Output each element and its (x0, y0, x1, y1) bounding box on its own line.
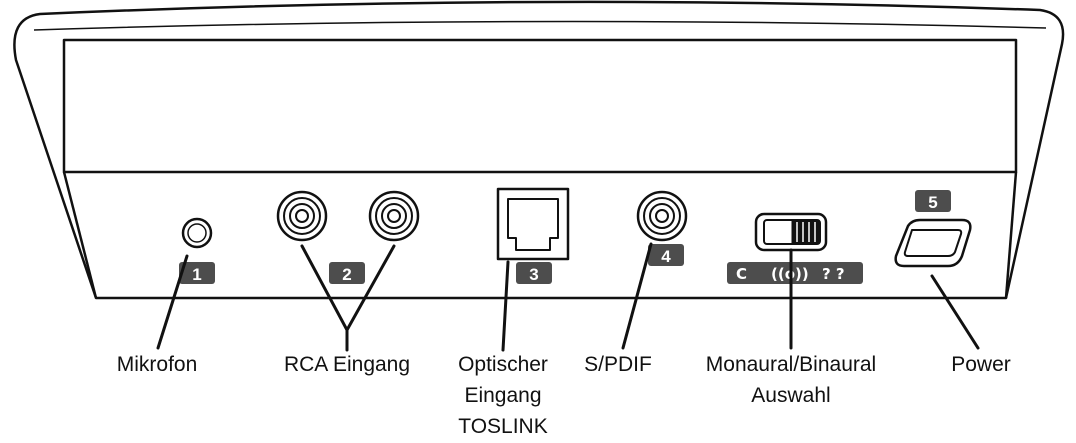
badge-1: 1 (179, 262, 215, 284)
housing-panel-edge-left (62, 171, 98, 299)
label-rca-input: RCA Eingang (284, 353, 410, 376)
label-switch-line-2: Auswahl (751, 384, 830, 407)
leader-lines (156, 242, 980, 352)
leader-line-2 (300, 244, 396, 334)
switch-symbol-strip: C ((o)) ? ? (727, 262, 863, 284)
microphone-jack (181, 217, 213, 249)
ear-left-icon: C (736, 265, 747, 283)
svg-text:2: 2 (342, 265, 351, 284)
svg-text:1: 1 (192, 265, 201, 284)
optical-toslink-port (496, 187, 570, 261)
mode-switch (754, 212, 828, 252)
svg-text:5: 5 (928, 193, 937, 212)
label-optical-line-1: Optischer (458, 353, 548, 376)
svg-text:4: 4 (661, 247, 671, 266)
badge-4: 4 (648, 244, 684, 266)
power-socket (894, 218, 972, 268)
badge-2: 2 (329, 262, 365, 284)
spdif-jack (636, 190, 688, 242)
svg-text:3: 3 (529, 265, 538, 284)
rca-jack-left (276, 190, 328, 242)
badge-3: 3 (516, 262, 552, 284)
leader-line-4 (621, 242, 653, 350)
label-spdif: S/PDIF (584, 353, 652, 376)
label-optical-line-3: TOSLINK (458, 415, 547, 438)
rca-jack-right (368, 190, 420, 242)
leader-line-3 (501, 260, 510, 352)
leader-line-5 (930, 274, 980, 350)
ears-both-icon: ? ? (822, 265, 845, 283)
label-optical-line-2: Eingang (464, 384, 541, 407)
housing-panel-edge-right (1004, 171, 1018, 299)
label-power: Power (951, 353, 1011, 376)
badge-5: 5 (915, 190, 951, 212)
label-microphone: Mikrofon (117, 353, 198, 376)
housing-outer-shell (13, 0, 1065, 300)
housing-top-inner-edge (33, 20, 1047, 31)
housing-front-panel (62, 38, 1018, 174)
callout-labels: Mikrofon RCA Eingang Optischer Eingang T… (117, 353, 1011, 438)
label-switch-line-1: Monaural/Binaural (706, 353, 876, 376)
device-housing (13, 0, 1065, 300)
leader-line-1 (156, 254, 189, 350)
